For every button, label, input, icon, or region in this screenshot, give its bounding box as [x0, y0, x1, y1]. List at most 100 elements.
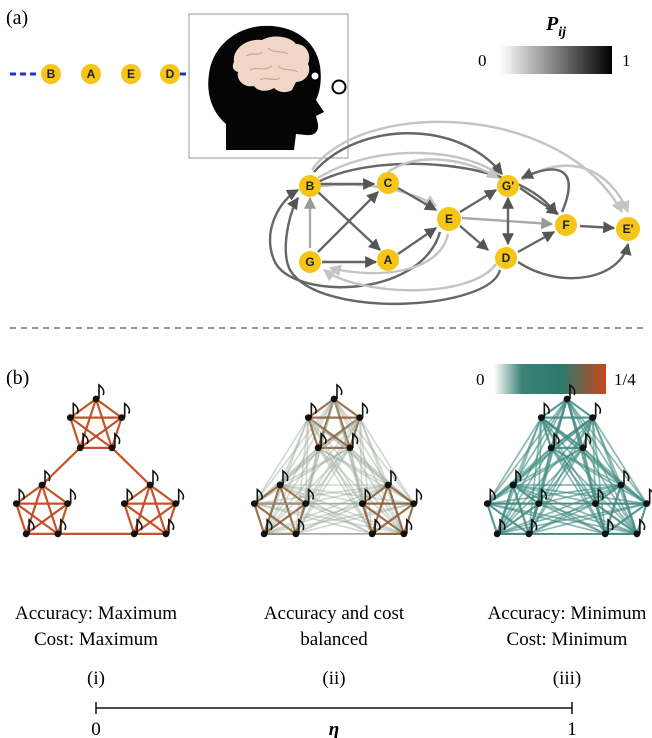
network-edge: [295, 502, 414, 535]
network-edge: [305, 417, 361, 505]
network-edge: [41, 484, 69, 505]
network-node: [172, 488, 185, 508]
network-node: [314, 432, 327, 452]
network-node: [601, 518, 614, 538]
network-edge: [540, 416, 648, 505]
network-edge: [361, 484, 389, 505]
network-node: [22, 518, 35, 538]
network-edge: [263, 484, 389, 535]
network-node: [535, 488, 548, 508]
network-edge: [307, 416, 351, 449]
network-edge: [486, 484, 514, 505]
network-node: [410, 488, 423, 508]
network-edge: [566, 398, 594, 419]
sequence-node: A: [81, 64, 101, 84]
colorbar-teal-gradient: [494, 364, 606, 394]
panel-b-label: (b): [6, 367, 29, 389]
svg-text:G: G: [305, 255, 314, 269]
network-node: [547, 432, 560, 452]
svg-text:A: A: [87, 67, 96, 81]
network-edge: [253, 503, 266, 535]
graph-node: E: [437, 207, 461, 231]
network-edge: [305, 502, 405, 535]
graph-edge: [317, 162, 557, 215]
network-edge: [540, 398, 568, 419]
network-edge: [348, 417, 361, 449]
network-edge: [69, 398, 97, 419]
network-edge: [594, 484, 622, 505]
network-edge: [349, 447, 415, 505]
network-edge: [123, 503, 136, 535]
caption-line2: balanced: [300, 629, 368, 650]
network-node: [400, 518, 413, 538]
network-edge: [349, 447, 364, 504]
network-edge: [402, 503, 415, 535]
network-edge: [349, 447, 389, 486]
caption-line2: Cost: Maximum: [34, 629, 158, 650]
colorbar-max-label: 1: [622, 51, 631, 70]
network-edge: [528, 502, 647, 535]
sequence-node: E: [121, 64, 141, 84]
graph-node: G': [497, 175, 519, 197]
network-node: [250, 488, 263, 508]
network-edge: [40, 484, 59, 535]
panel-a-label: (a): [6, 7, 28, 29]
graph-edge: [459, 188, 498, 214]
network-edge: [111, 447, 151, 486]
network-balanced: [250, 383, 423, 538]
network-node: [12, 488, 25, 508]
network-node: [120, 488, 133, 508]
graph-edge: [387, 158, 500, 180]
graph-edge: [520, 167, 570, 213]
network-edge: [279, 417, 361, 486]
network-node: [38, 469, 51, 489]
sequence: B A E D: [10, 64, 214, 84]
network-node: [108, 432, 121, 452]
network-edge: [619, 484, 638, 535]
panel-b: (b) 0 1/4 Accuracy: Maximum Cost: Maximu…: [6, 364, 652, 738]
network-node: [146, 469, 159, 489]
graph-edge: [311, 120, 624, 214]
network-edge: [305, 502, 373, 535]
network-edge: [333, 398, 405, 535]
network-edge: [304, 447, 319, 504]
colorbar-weight: 0 1/4: [476, 364, 636, 394]
network-edge: [487, 484, 622, 505]
network-edge: [486, 503, 499, 535]
network-edge: [279, 484, 373, 535]
network-edge: [148, 484, 167, 535]
network-edge: [15, 503, 28, 535]
network-edge: [358, 417, 373, 534]
network-node: [130, 518, 143, 538]
network-edge: [317, 447, 405, 535]
graph-edge: [313, 132, 503, 175]
network-node: [509, 469, 522, 489]
network-node: [54, 518, 67, 538]
eta-axis-max: 1: [567, 719, 577, 738]
head-illustration: [188, 13, 349, 159]
graph-edge: [519, 187, 559, 215]
network-edge: [304, 398, 335, 504]
network-edge: [333, 398, 415, 505]
network-edge: [15, 502, 59, 535]
network-edge: [279, 484, 363, 505]
graph-edge: [317, 191, 379, 253]
network-edge: [69, 416, 113, 449]
network-node: [260, 518, 273, 538]
network-edge: [263, 447, 351, 535]
network-edge: [333, 398, 389, 486]
graph-edge: [268, 188, 442, 289]
network-node: [589, 402, 602, 422]
network-node: [525, 518, 538, 538]
network-edge: [279, 447, 319, 486]
network-node: [493, 518, 506, 538]
caption-numeral: (iii): [553, 668, 582, 689]
network-edge: [358, 417, 389, 486]
network-edge: [487, 502, 606, 535]
network-edge: [69, 417, 82, 449]
network-node: [276, 469, 289, 489]
network-edge: [254, 484, 389, 505]
caption-numeral: (ii): [322, 668, 345, 689]
network-edge: [307, 417, 373, 535]
network-edge: [110, 417, 123, 449]
